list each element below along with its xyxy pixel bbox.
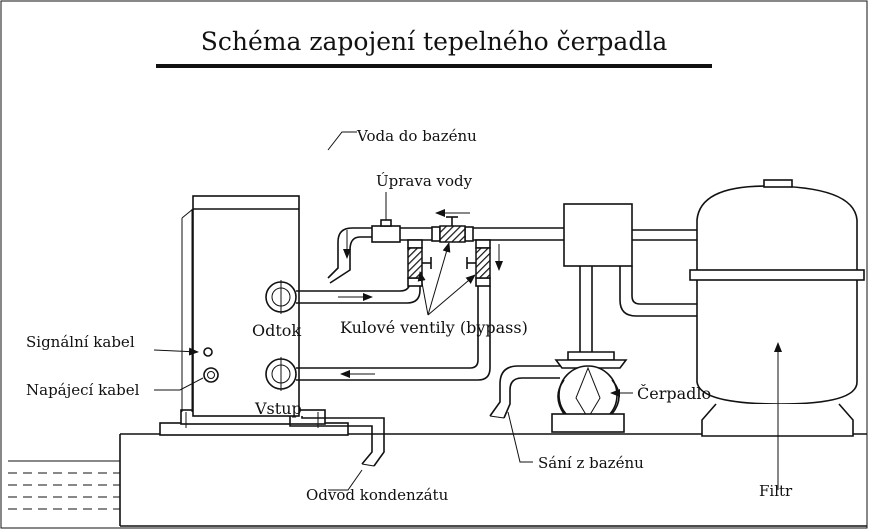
signal-cable-gland: [203, 347, 213, 357]
page-title: Schéma zapojení tepelného čerpadla: [201, 27, 668, 56]
label-signal-cable: Signální kabel: [26, 333, 135, 351]
label-water-to-pool: Voda do bazénu: [356, 127, 477, 145]
label-ball-valves: Kulové ventily (bypass): [340, 318, 528, 337]
label-inlet: Vstup: [254, 399, 302, 418]
valve-pointers: [417, 242, 476, 316]
label-power-cable: Napájecí kabel: [26, 381, 140, 399]
concrete-base: [119, 433, 867, 527]
power-cable-gland: [203, 367, 219, 383]
label-pump: Čerpadlo: [637, 383, 711, 403]
heat-pump-unit: [159, 195, 349, 436]
pump: [551, 351, 633, 433]
outlet-pipe: [296, 244, 421, 304]
pool-water: [8, 460, 120, 510]
bypass-middle-valve: [431, 216, 474, 243]
label-pool-suction: Sání z bazénu: [538, 454, 644, 472]
suction-pipe: [489, 365, 560, 463]
multiport-valve: [563, 203, 697, 352]
pool-return-pipe: [327, 131, 372, 284]
label-filter: Filtr: [759, 482, 793, 500]
label-water-treatment: Úprava vody: [376, 172, 473, 190]
outlet-connector: [265, 280, 297, 314]
condensate-drain: [289, 416, 385, 491]
bypass-left-valve: [407, 239, 432, 287]
power-cable-pointer: [154, 377, 204, 391]
label-outlet: Odtok: [252, 321, 301, 340]
filter-tank: [689, 179, 865, 490]
title-underline: [156, 64, 712, 68]
label-condensate-drain: Odvod kondenzátu: [306, 486, 449, 504]
bypass-right-valve: [466, 239, 491, 287]
inlet-connector: [265, 357, 297, 391]
water-treatment-unit: [371, 192, 401, 243]
signal-cable-pointer: [153, 347, 199, 356]
inlet-pipe: [296, 244, 503, 381]
